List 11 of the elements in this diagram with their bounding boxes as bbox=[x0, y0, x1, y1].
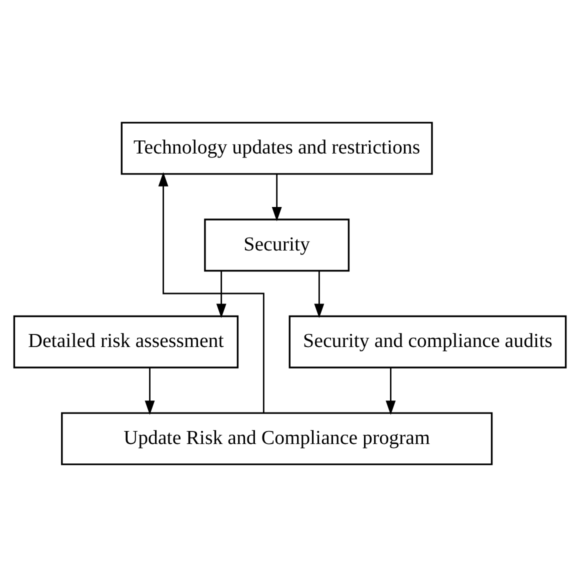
node-box: Security and compliance audits bbox=[288, 314, 567, 368]
node-box: Technology updates and restrictions bbox=[120, 121, 433, 174]
node-box: Detailed risk assessment bbox=[13, 314, 239, 368]
node-box: Update Risk and Compliance program bbox=[61, 412, 493, 465]
arrow bbox=[272, 174, 282, 221]
arrow bbox=[314, 270, 324, 318]
arrow bbox=[158, 172, 264, 412]
arrow bbox=[144, 367, 155, 414]
arrow bbox=[386, 367, 396, 414]
arrow bbox=[216, 270, 226, 318]
node-box: Security bbox=[204, 218, 350, 272]
